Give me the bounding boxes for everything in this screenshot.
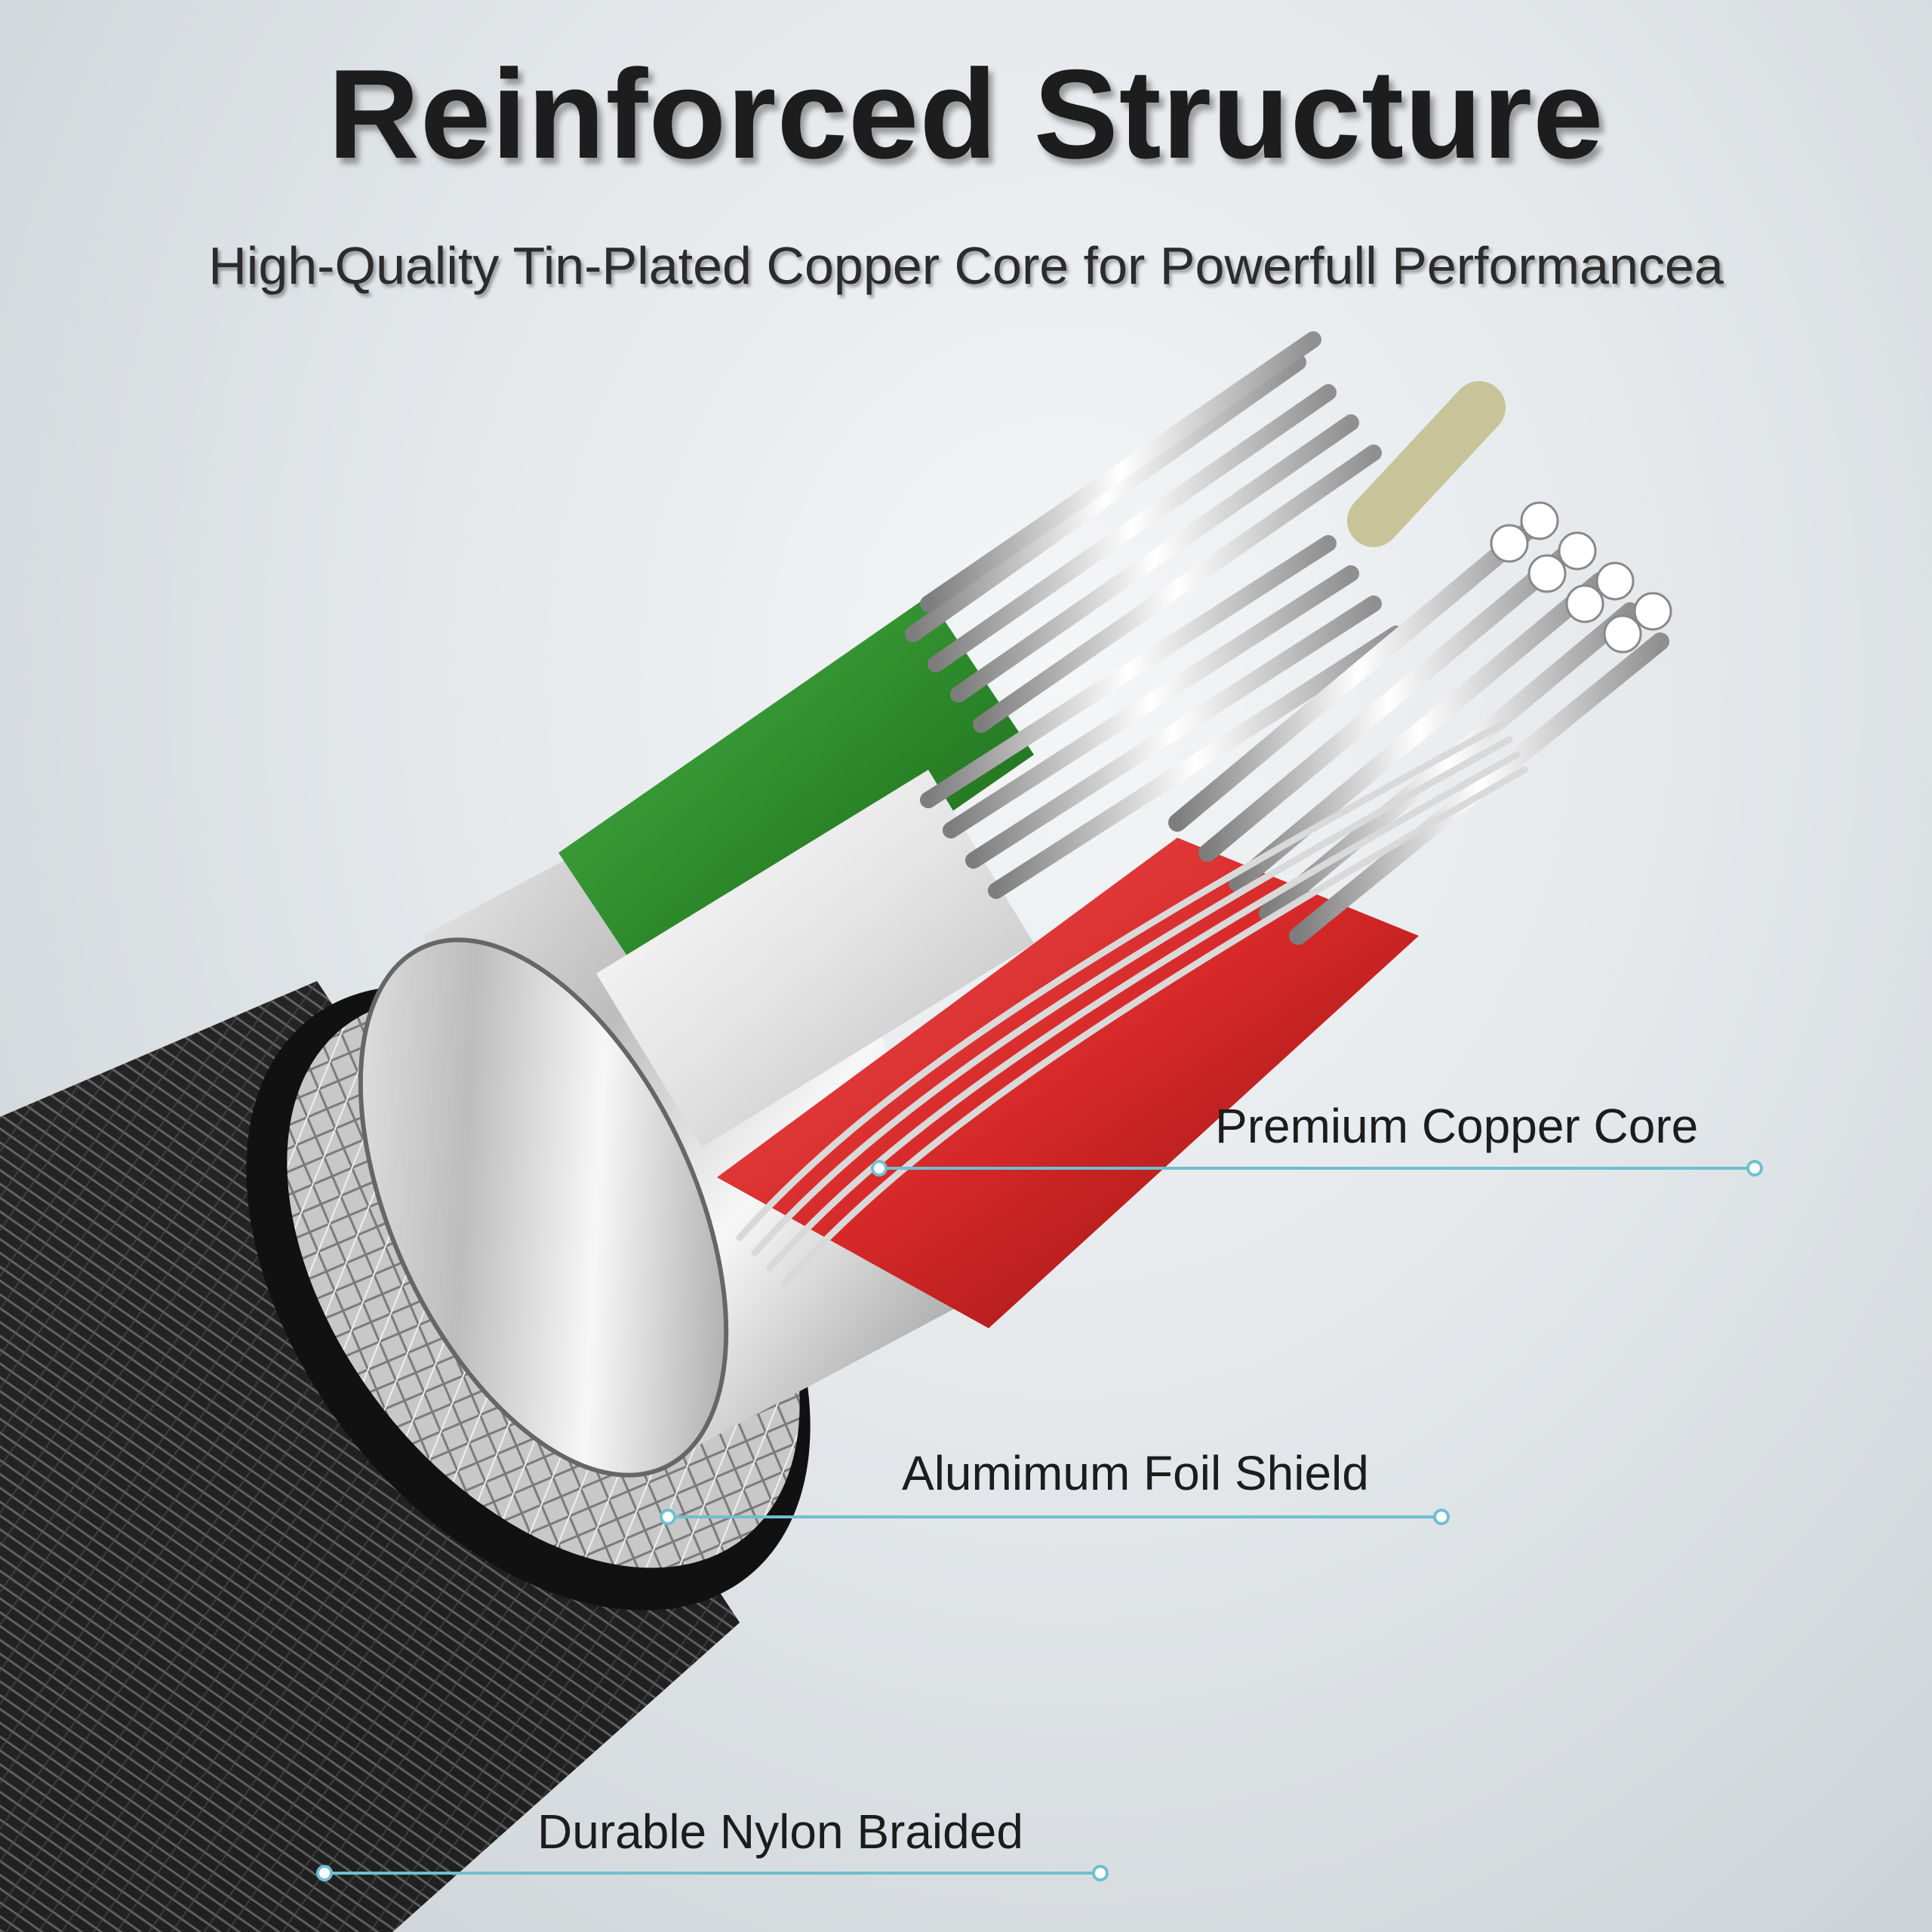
green-wire (558, 331, 1382, 1011)
callout-label-foil-shield: Alumimum Foil Shield (902, 1446, 1369, 1500)
callout-line-nylon (316, 1865, 1109, 1881)
page-title: Reinforced Structure (328, 43, 1604, 185)
page-subtitle: High-Quality Tin-Plated Copper Core for … (208, 236, 1724, 295)
callout-label-nylon-braided: Durable Nylon Braided (537, 1804, 1023, 1859)
callout-label-copper-core: Premium Copper Core (1215, 1099, 1699, 1153)
callout-line-copper (871, 1160, 1763, 1177)
copper-core-strands (736, 721, 1528, 1287)
white-wire (596, 535, 1404, 1147)
drain-wire (1347, 381, 1506, 547)
callout-line-foil (660, 1509, 1450, 1525)
